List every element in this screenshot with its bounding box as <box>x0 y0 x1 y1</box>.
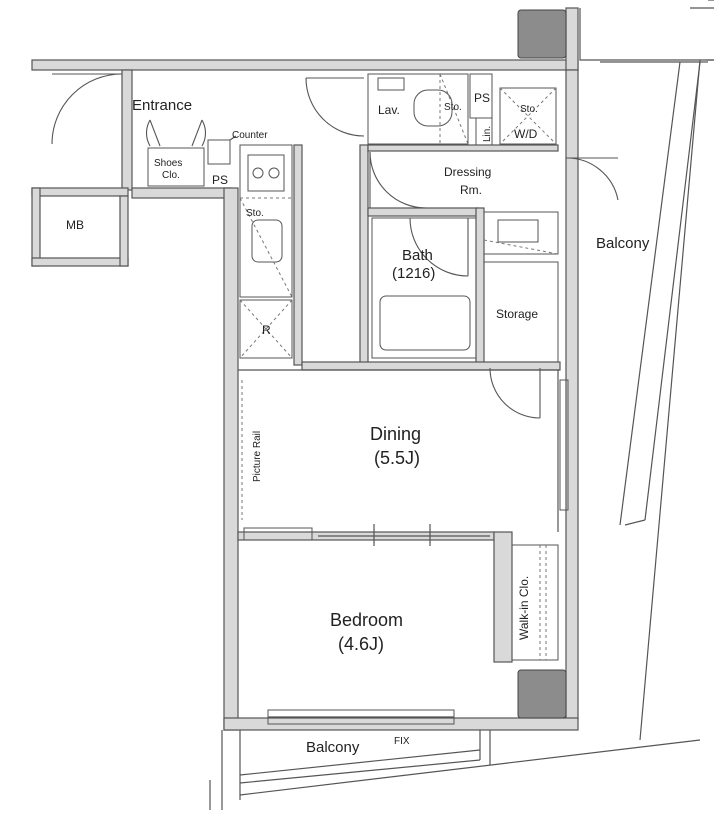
sto-kitchen-label: Sto. <box>246 208 264 219</box>
dining <box>238 369 569 546</box>
picture-rail-label: Picture Rail <box>252 431 263 482</box>
bath-label-2: (1216) <box>392 265 435 282</box>
shoes-closet <box>146 119 237 187</box>
lavatory <box>305 73 557 146</box>
dressing-doors <box>369 151 619 209</box>
kitchen <box>239 144 293 359</box>
bath-label-1: Bath <box>402 247 433 264</box>
entrance-door <box>51 73 123 145</box>
balcony-bottom-label: Balcony <box>306 739 360 756</box>
counter-label: Counter <box>232 130 268 141</box>
lin-label: Lin. <box>482 126 493 142</box>
balcony-right-label: Balcony <box>596 235 650 252</box>
refrigerator-label: R <box>262 323 271 337</box>
bedroom-label-1: Bedroom <box>330 610 403 630</box>
mb-label: MB <box>66 218 84 232</box>
walls <box>31 7 579 731</box>
lav-label: Lav. <box>378 103 400 117</box>
bath <box>371 211 559 359</box>
labels: Entrance Counter Shoes Clo. PS MB Lav. S… <box>66 91 650 756</box>
dressing-label-1: Dressing <box>444 165 491 179</box>
storage-label: Storage <box>496 307 538 321</box>
walk-in-closet <box>511 544 559 661</box>
dressing-label-2: Rm. <box>460 183 482 197</box>
column-bottom-right <box>517 669 567 719</box>
dining-label-1: Dining <box>370 424 421 444</box>
bedroom-label-2: (4.6J) <box>338 634 384 654</box>
bottom-window <box>267 709 455 725</box>
site-outline <box>209 0 714 810</box>
column-top-right <box>517 9 567 59</box>
ps-top-label: PS <box>474 91 490 105</box>
shoes-closet-label-1: Shoes <box>154 158 182 169</box>
dining-label-2: (5.5J) <box>374 448 420 468</box>
sto-lav-label: Sto. <box>444 102 462 113</box>
wd-label: W/D <box>514 127 538 141</box>
ps-entrance-label: PS <box>212 173 228 187</box>
walk-in-closet-label: Walk-in Clo. <box>517 576 531 640</box>
storage <box>483 261 559 419</box>
shoes-closet-label-2: Clo. <box>162 170 180 181</box>
entrance-label: Entrance <box>132 97 192 114</box>
fix-label: FIX <box>394 736 410 747</box>
sto-wd-label: Sto. <box>520 104 538 115</box>
